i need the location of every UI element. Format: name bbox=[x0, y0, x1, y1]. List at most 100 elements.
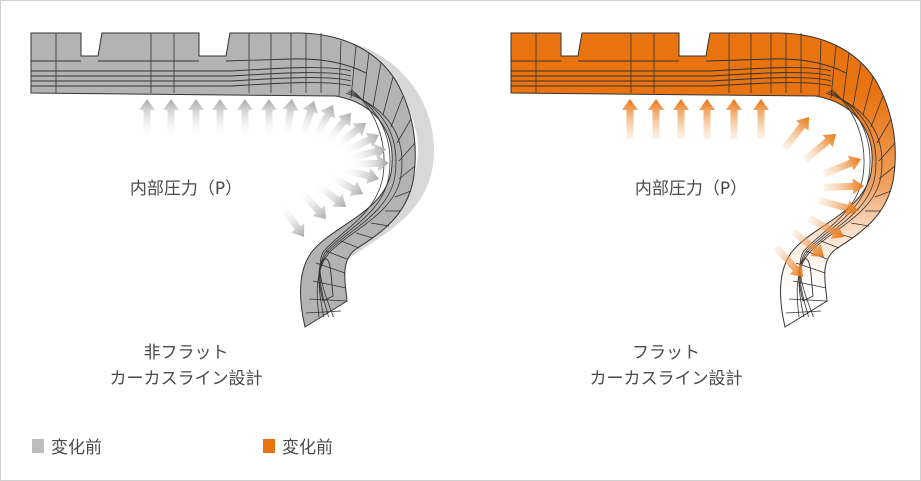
pressure-arrow-icon bbox=[753, 99, 769, 139]
pressure-arrow-icon bbox=[322, 113, 351, 146]
pressure-arrow-icon bbox=[278, 202, 305, 237]
arrow-shape bbox=[673, 99, 689, 139]
belt-line bbox=[31, 82, 352, 87]
pressure-arrow-icon bbox=[822, 155, 861, 178]
arrow-shape bbox=[346, 143, 386, 163]
pressure-arrow-icon bbox=[807, 215, 844, 239]
pressure-arrow-icon bbox=[341, 132, 379, 156]
mesh-line bbox=[398, 142, 416, 162]
mesh-line bbox=[394, 190, 412, 198]
belt-line bbox=[31, 72, 352, 77]
carcass-ply-line bbox=[316, 92, 403, 318]
arrow-shape bbox=[822, 155, 861, 178]
belt-line bbox=[511, 72, 832, 77]
legend-label: 変化前 bbox=[51, 438, 102, 458]
pressure-arrow-icon bbox=[212, 99, 228, 139]
mesh-line bbox=[338, 40, 342, 97]
mesh-line bbox=[870, 95, 884, 128]
mesh-line bbox=[362, 52, 370, 102]
left-title-line2: カーカスライン設計 bbox=[109, 369, 263, 389]
left-pressure-label: 内部圧力（P） bbox=[129, 179, 243, 199]
pressure-arrow-icon bbox=[726, 99, 742, 139]
mesh-line bbox=[370, 222, 390, 227]
mesh-line bbox=[878, 142, 896, 162]
carcass-ply-line bbox=[796, 92, 883, 318]
tire-body bbox=[30, 32, 416, 328]
arrow-shape bbox=[341, 132, 379, 156]
arrow-shape bbox=[278, 202, 305, 237]
pressure-arrow-icon bbox=[673, 99, 689, 139]
arrow-shape bbox=[326, 172, 363, 196]
pressure-arrow-icon bbox=[298, 101, 319, 141]
mesh-line bbox=[792, 280, 827, 289]
arrow-shape bbox=[726, 99, 742, 139]
mesh-line bbox=[396, 118, 412, 144]
pressure-arrow-icon bbox=[781, 117, 809, 151]
carcass-ply-line bbox=[799, 89, 865, 318]
belt-line bbox=[31, 67, 352, 72]
arrow-shape bbox=[188, 99, 204, 139]
pressure-arrow-icon bbox=[791, 228, 824, 257]
belt-line bbox=[511, 77, 832, 82]
belt-line bbox=[511, 67, 832, 72]
arrow-shape bbox=[339, 165, 379, 184]
arrow-shape bbox=[348, 155, 389, 172]
arrow-shape bbox=[282, 99, 299, 140]
mesh-line bbox=[350, 45, 357, 99]
legend-item-gray: 変化前 bbox=[32, 433, 102, 458]
mesh-line bbox=[878, 165, 896, 180]
mesh-line bbox=[830, 45, 837, 99]
orange-swatch-icon bbox=[263, 438, 275, 453]
pressure-arrow-icon bbox=[332, 123, 366, 151]
pressure-arrow-icon bbox=[188, 99, 204, 139]
arrow-shape bbox=[648, 99, 664, 139]
arrow-shape bbox=[261, 99, 277, 139]
pressure-arrow-icon bbox=[312, 179, 346, 207]
arrow-shape bbox=[622, 99, 638, 139]
left-pressure-arrows bbox=[139, 99, 389, 237]
mesh-line bbox=[820, 240, 840, 249]
pressure-arrow-icon bbox=[339, 165, 379, 184]
mesh-line bbox=[785, 310, 822, 314]
pressure-arrow-icon bbox=[163, 99, 179, 139]
mesh-line bbox=[398, 165, 416, 180]
arrow-shape bbox=[803, 134, 836, 163]
left-title-line1: 非フラット bbox=[143, 343, 229, 363]
arrow-shape bbox=[298, 101, 319, 141]
right-pressure-label: 内部圧力（P） bbox=[634, 179, 748, 199]
mesh-line bbox=[305, 310, 342, 314]
mesh-line bbox=[818, 40, 822, 97]
mesh-line bbox=[325, 250, 348, 260]
arrow-shape bbox=[773, 244, 803, 277]
tire-body bbox=[510, 32, 896, 328]
carcass-ply-line bbox=[319, 89, 385, 318]
arrow-shape bbox=[163, 99, 179, 139]
gray-swatch-icon bbox=[32, 438, 44, 453]
mesh-line bbox=[874, 190, 892, 198]
arrow-shape bbox=[807, 215, 844, 239]
arrow-shape bbox=[823, 178, 864, 195]
arrow-shape bbox=[781, 117, 809, 151]
mesh-line bbox=[372, 62, 382, 108]
pressure-arrow-icon bbox=[261, 99, 277, 139]
pressure-arrow-icon bbox=[326, 172, 363, 196]
right-pressure-arrows bbox=[622, 99, 864, 277]
pressure-arrow-icon bbox=[282, 99, 299, 140]
mesh-line bbox=[852, 62, 862, 108]
belt-line bbox=[31, 77, 352, 82]
pressure-arrow-icon bbox=[818, 197, 858, 216]
non-flat-tire-section bbox=[30, 32, 435, 328]
arrow-shape bbox=[139, 99, 155, 139]
mesh-line bbox=[876, 118, 892, 144]
mesh-line bbox=[312, 280, 347, 289]
mesh-line bbox=[315, 262, 346, 274]
arrow-shape bbox=[237, 99, 253, 139]
arrow-shape bbox=[296, 186, 326, 219]
arrow-shape bbox=[818, 197, 858, 216]
pressure-arrow-icon bbox=[622, 99, 638, 139]
legend-item-orange: 変化前 bbox=[263, 433, 333, 458]
pressure-arrow-icon bbox=[139, 99, 155, 139]
pressure-arrow-icon bbox=[803, 134, 836, 163]
carcass-ply-line bbox=[319, 90, 391, 318]
